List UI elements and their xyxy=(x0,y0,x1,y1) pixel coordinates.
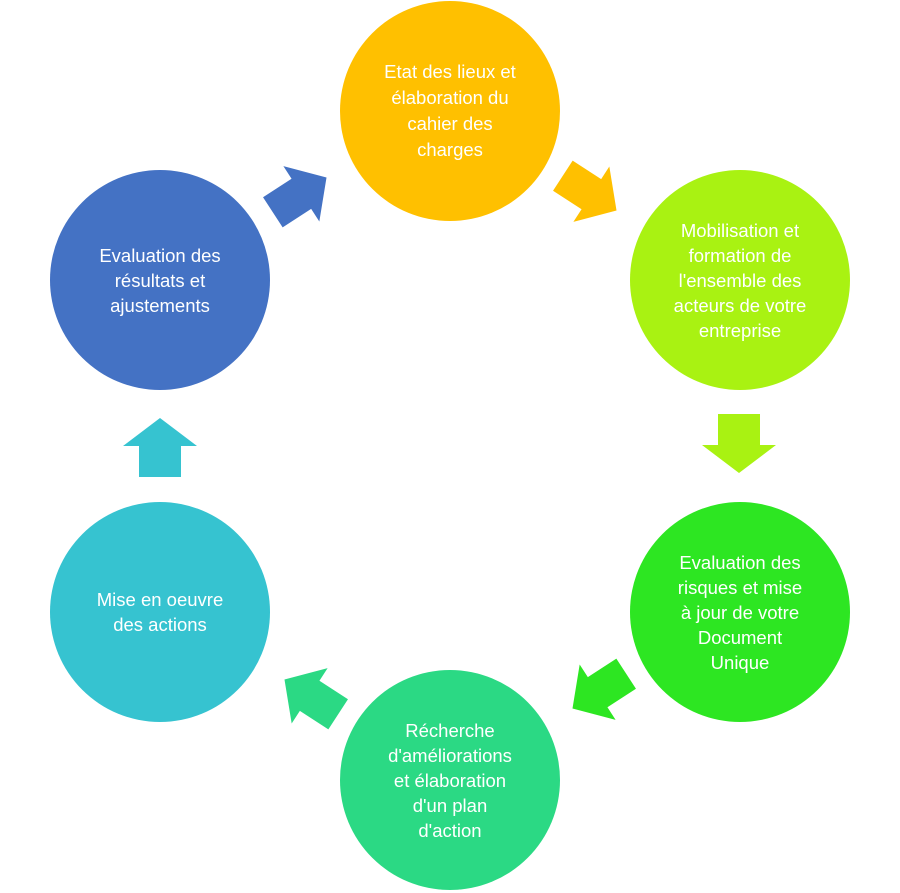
step-label: Mobilisation et formation de l'ensemble … xyxy=(673,219,807,341)
arrow-down-right-icon xyxy=(553,160,617,222)
step-label: Etat des lieux et élaboration du cahier … xyxy=(384,61,516,160)
arrow-down-left-icon xyxy=(572,658,636,720)
step-node-recherche-ameliorations: Récherche d'améliorations et élaboration… xyxy=(340,670,560,890)
arrow-up-left-icon xyxy=(284,668,348,730)
step-node-mobilisation-formation: Mobilisation et formation de l'ensemble … xyxy=(630,170,850,390)
step-node-etat-des-lieux: Etat des lieux et élaboration du cahier … xyxy=(340,1,560,221)
step-node-evaluation-resultats: Evaluation des résultats et ajustements xyxy=(50,170,270,390)
step-label: Récherche d'améliorations et élaboration… xyxy=(388,719,512,841)
step-label: Evaluation des risques et mise à jour de… xyxy=(677,551,803,673)
step-label: Mise en oeuvre des actions xyxy=(96,589,224,635)
step-label: Evaluation des résultats et ajustements xyxy=(99,244,221,316)
step-node-evaluation-risques: Evaluation des risques et mise à jour de… xyxy=(630,502,850,722)
step-node-mise-en-oeuvre: Mise en oeuvre des actions xyxy=(50,502,270,722)
arrow-down-icon xyxy=(702,414,776,473)
arrow-up-icon xyxy=(123,418,197,477)
arrow-up-right-icon xyxy=(263,166,327,228)
